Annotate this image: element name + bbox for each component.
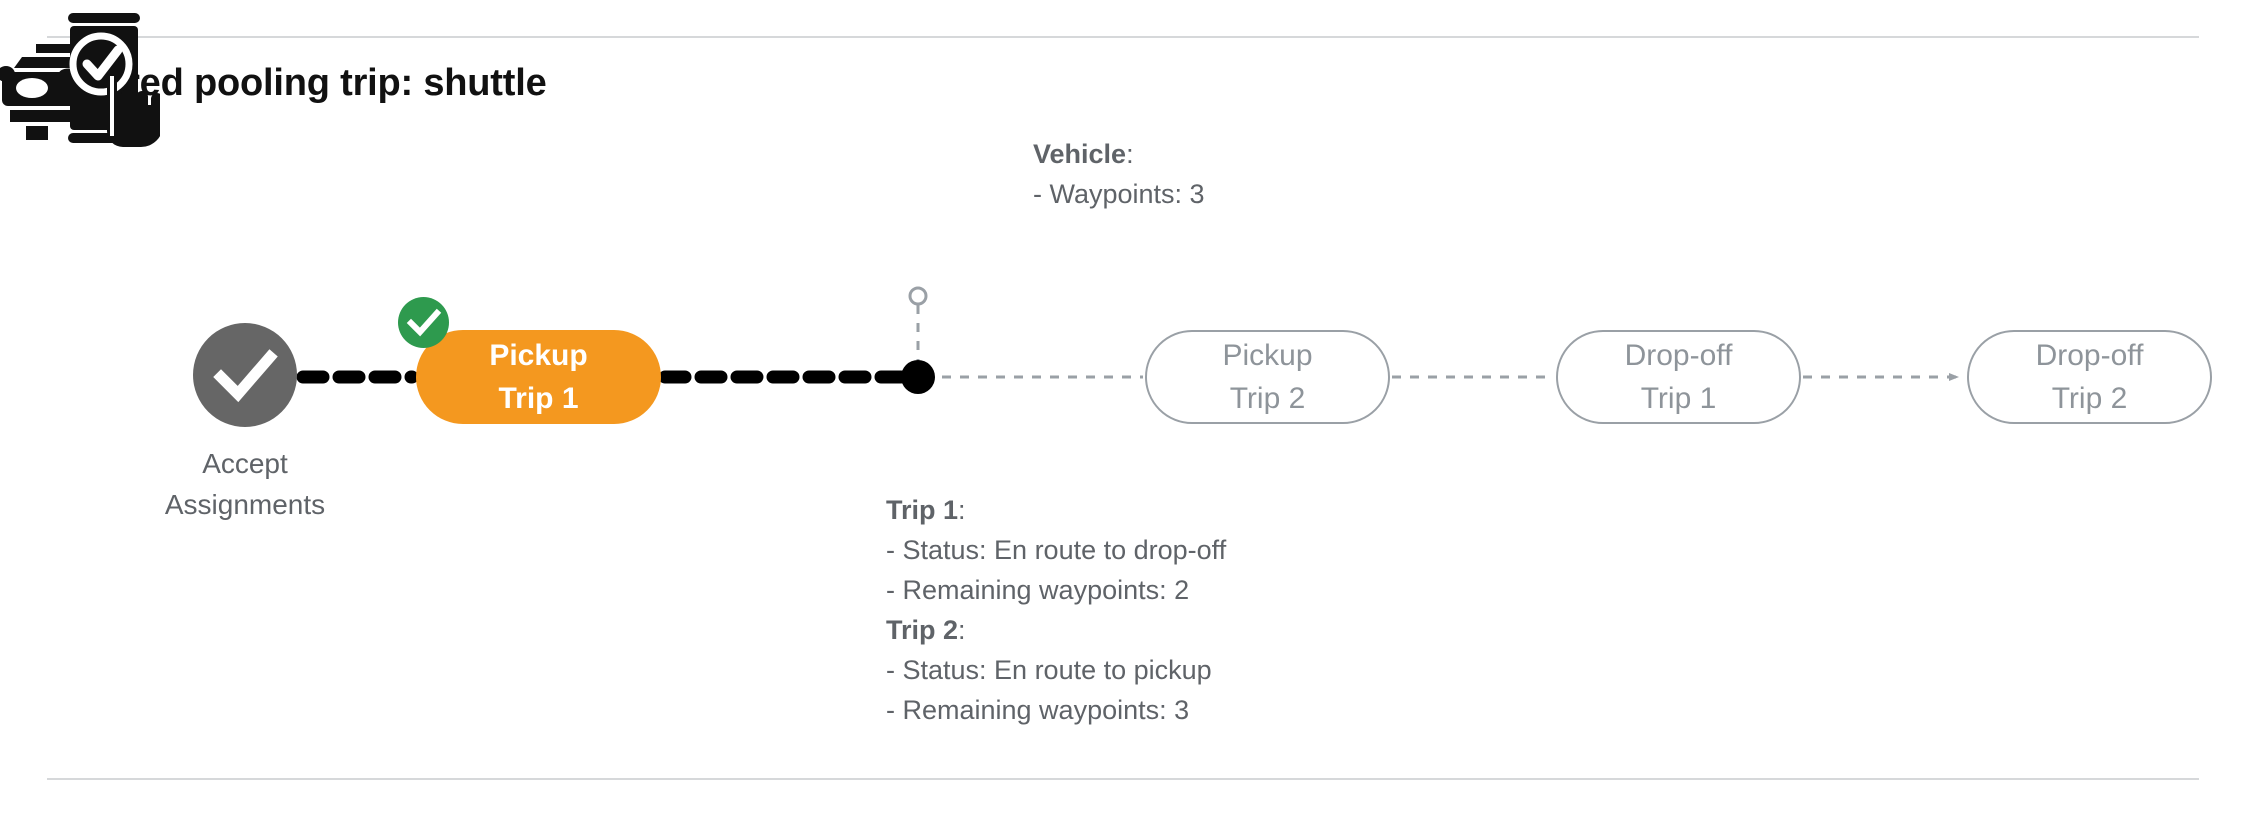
annotation-vehicle-waypoints: - Waypoints: 3 xyxy=(1033,179,1205,209)
annotation-trip1-heading-colon: : xyxy=(958,495,966,525)
annotation-vehicle-heading-colon: : xyxy=(1126,139,1134,169)
node-dropoff-trip-1[interactable]: Drop-off Trip 1 xyxy=(1556,330,1801,424)
node-dropoff-trip-2[interactable]: Drop-off Trip 2 xyxy=(1967,330,2212,424)
annotation-trips: Trip 1: - Status: En route to drop-off -… xyxy=(886,490,1226,730)
divider-bottom xyxy=(47,778,2199,780)
vehicle-position-dot xyxy=(901,360,935,394)
divider-top xyxy=(47,36,2199,38)
check-circle-icon xyxy=(213,349,278,403)
annotation-vehicle: Vehicle: - Waypoints: 3 xyxy=(1033,134,1205,214)
node-accept-assignments-label: Accept Assignments xyxy=(60,443,430,525)
accept-label-line2: Assignments xyxy=(164,489,326,520)
node-accept-assignments[interactable] xyxy=(193,323,297,427)
annotation-vehicle-heading-text: Vehicle xyxy=(1033,139,1127,169)
node-pickup-trip-2[interactable]: Pickup Trip 2 xyxy=(1145,330,1390,424)
annotation-trip2-heading-text: Trip 2 xyxy=(886,615,959,645)
node-pickup-trip-1-line2: Trip 1 xyxy=(498,382,579,415)
vehicle-phone-check-icon xyxy=(0,13,160,147)
node-pickup-trip-2-line1: Pickup xyxy=(1222,339,1313,372)
node-dropoff-trip-2-line2: Trip 2 xyxy=(2051,382,2128,415)
annotation-trip1-heading: Trip 1: xyxy=(886,490,1226,530)
node-pickup-trip-2-line2: Trip 2 xyxy=(1229,382,1306,415)
node-dropoff-trip-1-line2: Trip 1 xyxy=(1640,382,1717,415)
annotation-trip2-heading-colon: : xyxy=(958,615,966,645)
annotation-trip1-heading-text: Trip 1 xyxy=(886,495,959,525)
annotation-trip1-waypoints: - Remaining waypoints: 2 xyxy=(886,575,1190,605)
node-dropoff-trip-2-line1: Drop-off xyxy=(2035,339,2144,372)
annotation-vehicle-heading: Vehicle: xyxy=(1033,134,1205,174)
annotation-trip2-waypoints: - Remaining waypoints: 3 xyxy=(886,695,1190,725)
annotation-trip2-heading: Trip 2: xyxy=(886,610,1226,650)
node-pickup-trip-1[interactable]: Pickup Trip 1 xyxy=(416,330,661,424)
check-badge-glyph xyxy=(406,308,442,337)
accept-label-line1: Accept xyxy=(202,448,288,479)
annotation-trip2-status: - Status: En route to pickup xyxy=(886,655,1212,685)
annotation-trip1-status: - Status: En route to drop-off xyxy=(886,535,1227,565)
hollow-circle-icon xyxy=(908,286,928,306)
node-dropoff-trip-1-line1: Drop-off xyxy=(1624,339,1733,372)
node-pickup-trip-1-line1: Pickup xyxy=(489,339,588,372)
check-badge-icon xyxy=(398,297,449,348)
